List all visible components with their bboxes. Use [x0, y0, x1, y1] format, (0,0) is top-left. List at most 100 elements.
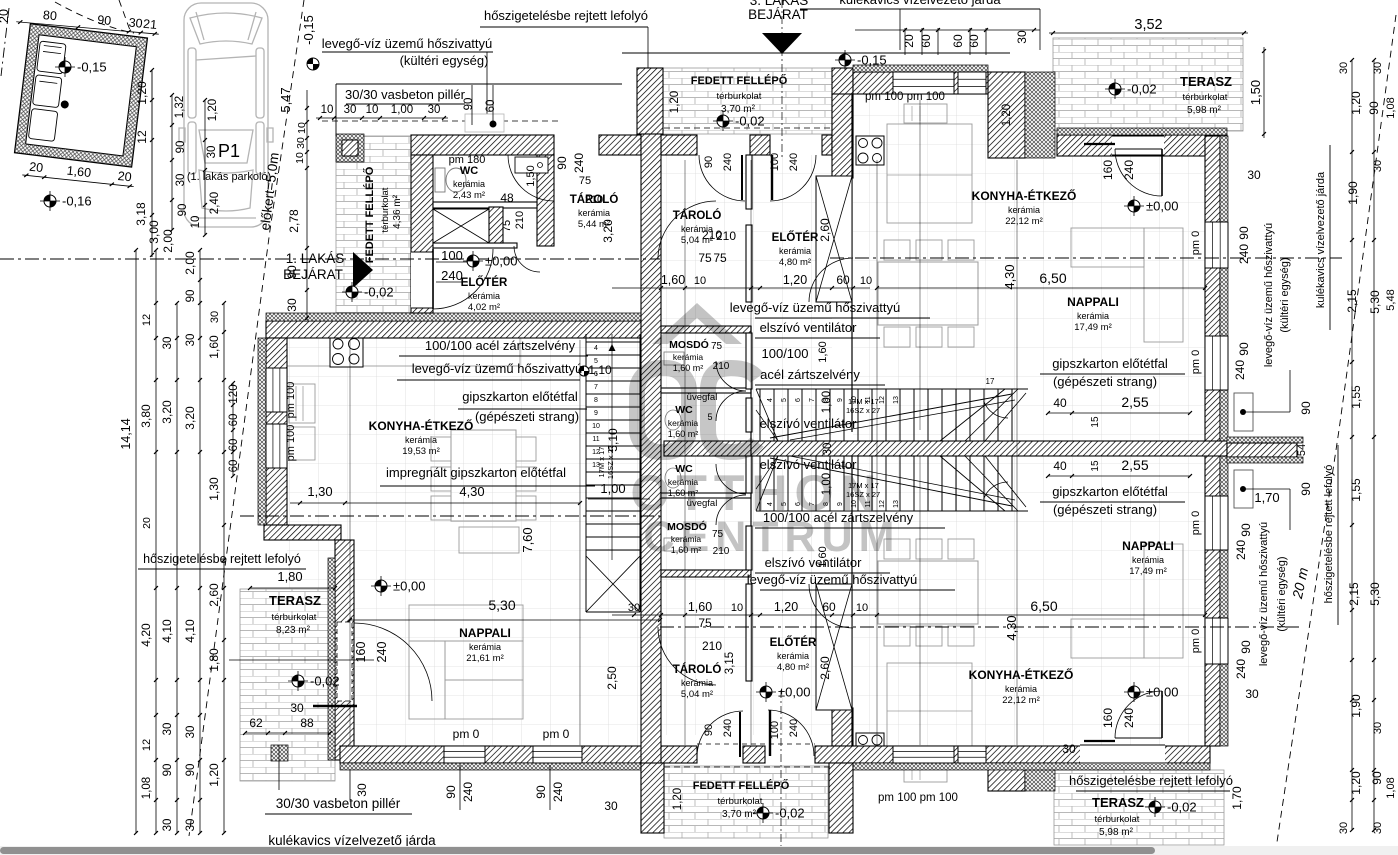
svg-text:1,20: 1,20	[135, 81, 149, 105]
svg-text:3. LAKÁS: 3. LAKÁS	[750, 0, 809, 8]
svg-text:±0,00: ±0,00	[393, 579, 425, 594]
svg-text:240: 240	[788, 719, 800, 737]
svg-text:62: 62	[249, 716, 263, 730]
svg-text:gipszkarton előtétfal: gipszkarton előtétfal	[1052, 356, 1168, 371]
svg-text:-0,15: -0,15	[857, 53, 887, 68]
svg-text:kerámia: kerámia	[681, 678, 713, 688]
svg-text:60: 60	[919, 34, 933, 48]
svg-text:240: 240	[1234, 659, 1248, 679]
svg-text:15: 15	[1090, 416, 1101, 428]
svg-text:3,70 m²: 3,70 m²	[722, 809, 757, 820]
svg-text:30: 30	[290, 701, 304, 715]
svg-text:5,44 m²: 5,44 m²	[578, 219, 610, 230]
svg-text:19,53 m²: 19,53 m²	[402, 446, 440, 457]
svg-text:48: 48	[500, 191, 514, 205]
svg-text:10: 10	[851, 500, 858, 508]
svg-text:240: 240	[722, 719, 734, 737]
svg-text:1,90: 1,90	[1349, 694, 1363, 718]
svg-text:100: 100	[769, 153, 781, 171]
svg-text:10: 10	[592, 423, 600, 430]
svg-text:4: 4	[767, 502, 774, 506]
svg-text:1,20: 1,20	[1349, 771, 1363, 795]
svg-text:kerámia: kerámia	[1077, 311, 1109, 321]
svg-text:30: 30	[295, 137, 307, 149]
svg-text:90: 90	[534, 785, 548, 799]
svg-text:3,18: 3,18	[134, 202, 148, 226]
svg-text:12: 12	[141, 314, 153, 326]
svg-text:(gépészeti strang): (gépészeti strang)	[1053, 374, 1157, 389]
svg-text:1,08: 1,08	[141, 777, 153, 799]
svg-text:WC: WC	[460, 165, 478, 177]
svg-text:12: 12	[592, 449, 600, 456]
svg-text:7: 7	[809, 502, 816, 506]
svg-text:4,10: 4,10	[160, 619, 174, 643]
svg-text:levegő-víz üzemű hőszivattyú: levegő-víz üzemű hőszivattyú	[412, 361, 583, 376]
svg-text:90: 90	[703, 156, 715, 168]
svg-text:-0,02: -0,02	[364, 285, 394, 300]
svg-text:2,78: 2,78	[287, 209, 301, 233]
svg-text:pm 0: pm 0	[1190, 629, 1202, 653]
svg-text:90: 90	[1367, 101, 1381, 115]
svg-text:FEDETT FELLÉPŐ: FEDETT FELLÉPŐ	[691, 74, 788, 87]
svg-text:4,30: 4,30	[1004, 615, 1019, 640]
svg-text:40: 40	[1053, 396, 1067, 410]
svg-text:11: 11	[865, 500, 872, 507]
svg-text:hőszigetelésbe rejtett lefolyó: hőszigetelésbe rejtett lefolyó	[1069, 773, 1233, 788]
svg-text:1,90: 1,90	[1346, 181, 1360, 205]
svg-text:17M x 17: 17M x 17	[597, 447, 606, 478]
svg-text:5: 5	[781, 398, 788, 402]
svg-text:TERASZ: TERASZ	[1092, 795, 1144, 810]
svg-text:12: 12	[879, 396, 886, 404]
svg-text:60: 60	[228, 439, 240, 452]
svg-text:-0,02: -0,02	[1167, 800, 1197, 815]
svg-text:BEJÁRAT: BEJÁRAT	[748, 7, 808, 22]
svg-text:120: 120	[228, 384, 240, 403]
svg-text:impregnált gipszkarton előtétf: impregnált gipszkarton előtétfal	[386, 465, 566, 480]
svg-text:240: 240	[441, 268, 463, 283]
svg-text:4,80 m²: 4,80 m²	[779, 257, 811, 268]
svg-text:P1: P1	[218, 141, 240, 161]
svg-text:üvegfal: üvegfal	[687, 498, 718, 509]
svg-text:90: 90	[703, 724, 715, 736]
svg-text:100/100 acél zártszelvény: 100/100 acél zártszelvény	[763, 510, 914, 525]
svg-text:75: 75	[698, 251, 712, 265]
svg-text:30: 30	[206, 146, 218, 159]
svg-text:88: 88	[300, 716, 314, 730]
svg-text:30: 30	[428, 104, 441, 116]
svg-text:30: 30	[162, 723, 174, 736]
svg-text:2,55: 2,55	[1121, 394, 1148, 410]
svg-text:KONYHA-ÉTKEZŐ: KONYHA-ÉTKEZŐ	[369, 418, 474, 433]
svg-text:(gépészeti strang): (gépészeti strang)	[1053, 502, 1157, 517]
svg-text:hőszigetelésbe rejtett lefolyó: hőszigetelésbe rejtett lefolyó	[143, 552, 301, 566]
svg-text:90: 90	[97, 13, 112, 28]
svg-text:4,10: 4,10	[183, 619, 197, 643]
svg-text:elszívó ventilátor: elszívó ventilátor	[760, 416, 857, 431]
svg-text:16SZ x 27: 16SZ x 27	[606, 445, 615, 479]
svg-text:5,98 m²: 5,98 m²	[1099, 827, 1134, 838]
svg-text:kerámia: kerámia	[668, 477, 699, 487]
svg-text:10: 10	[860, 275, 872, 287]
svg-text:54: 54	[1296, 444, 1308, 456]
svg-text:12: 12	[141, 739, 153, 751]
svg-text:1,80: 1,80	[277, 569, 302, 584]
svg-text:9: 9	[837, 398, 844, 402]
svg-text:pm 0: pm 0	[1190, 350, 1202, 374]
svg-text:30: 30	[128, 16, 143, 31]
svg-text:1,60: 1,60	[661, 273, 685, 287]
svg-text:pm 100: pm 100	[285, 382, 297, 419]
svg-text:(kültéri egység): (kültéri egység)	[1279, 257, 1291, 332]
svg-text:100/100: 100/100	[762, 346, 809, 361]
svg-text:pm 100 pm 100: pm 100 pm 100	[878, 792, 958, 804]
svg-text:levegő-víz üzemű hőszivattyú: levegő-víz üzemű hőszivattyú	[1258, 522, 1270, 666]
svg-text:60: 60	[836, 273, 850, 287]
svg-text:90: 90	[444, 785, 458, 799]
svg-text:kerámia: kerámia	[681, 224, 713, 234]
svg-text:1,70: 1,70	[1254, 490, 1279, 505]
svg-text:4,20: 4,20	[139, 623, 153, 647]
svg-text:5,30: 5,30	[488, 597, 515, 613]
svg-text:30: 30	[209, 311, 221, 323]
svg-text:elszívó ventilátor: elszívó ventilátor	[760, 457, 857, 472]
svg-text:1,80: 1,80	[207, 648, 221, 672]
svg-text:hőszigetelésbe rejtett lefolyó: hőszigetelésbe rejtett lefolyó	[484, 8, 648, 23]
svg-text:1,32: 1,32	[174, 96, 186, 118]
